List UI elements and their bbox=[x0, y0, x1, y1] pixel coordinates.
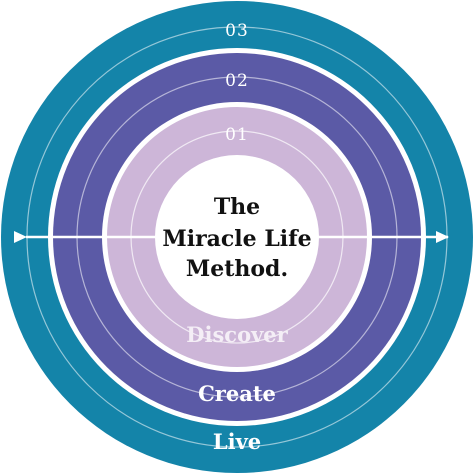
ring-01-number: 01 bbox=[225, 125, 249, 145]
center-title-line-1: The bbox=[214, 194, 260, 220]
ring-02-label: Create bbox=[198, 381, 276, 406]
ring-02-number: 02 bbox=[225, 71, 249, 91]
center-title-line-3: Method. bbox=[186, 256, 288, 282]
ring-01-label: Discover bbox=[186, 322, 288, 347]
center-title-line-2: Miracle Life bbox=[162, 226, 311, 252]
ring-03-number: 03 bbox=[225, 21, 249, 41]
ring-03-label: Live bbox=[213, 429, 261, 454]
